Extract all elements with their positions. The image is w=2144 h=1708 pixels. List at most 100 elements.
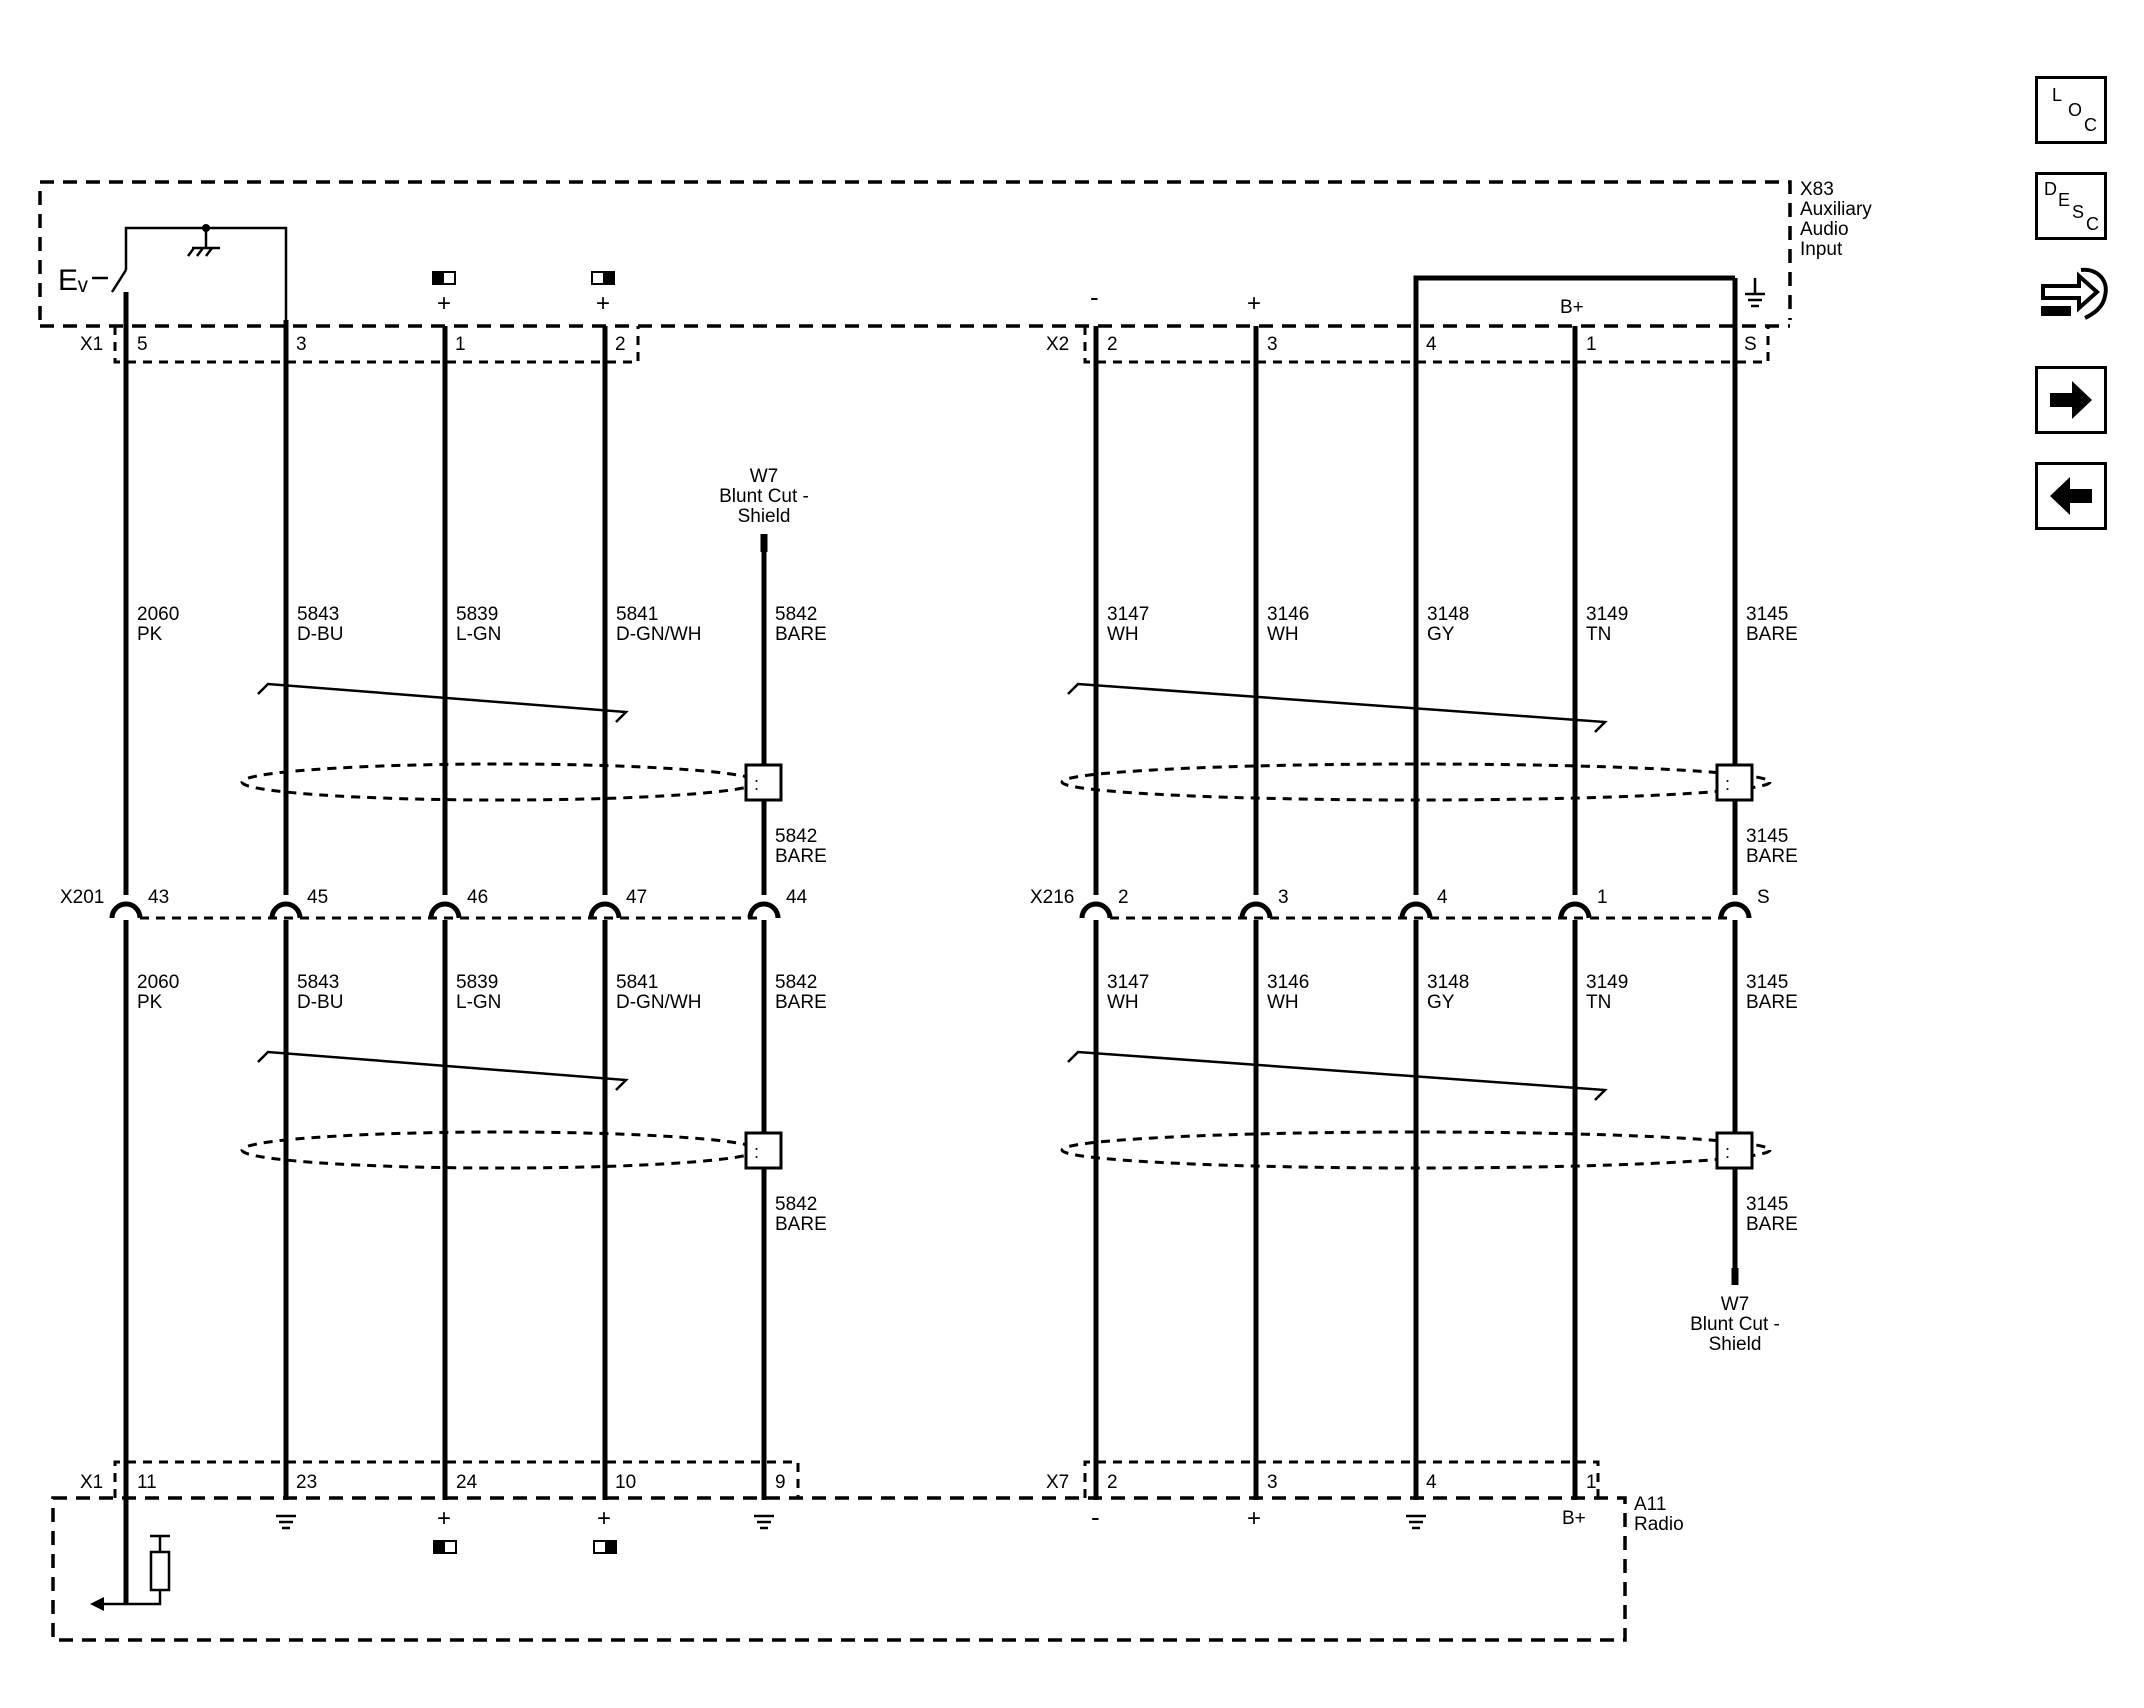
circuit-number: 5842 xyxy=(775,826,817,847)
circuit-number: 3145 xyxy=(1746,972,1788,993)
pin-label: 43 xyxy=(148,887,169,908)
twisted-pair-marker xyxy=(1067,1050,1608,1101)
chassis-ground-icon xyxy=(187,224,220,257)
pin-label: 45 xyxy=(307,887,328,908)
circuit-color: PK xyxy=(137,992,163,1013)
circuit-color: BARE xyxy=(775,624,827,645)
ev-label: Eᵥ xyxy=(58,264,88,297)
circuit-number: 3148 xyxy=(1427,972,1469,993)
pin-label: 2 xyxy=(1118,887,1129,908)
desc-glyph: E xyxy=(2058,190,2071,210)
pin-label: 2 xyxy=(1107,334,1118,355)
w7-blunt-cut-top: W7 Blunt Cut - Shield xyxy=(719,466,809,552)
circuit-number: 5843 xyxy=(297,972,339,993)
right-wire-group xyxy=(1093,326,1739,1500)
pin-label: 3 xyxy=(1267,334,1278,355)
next-page-button[interactable] xyxy=(2035,366,2107,434)
plus-sign: + xyxy=(1247,1505,1261,1532)
desc-button[interactable]: D E S C xyxy=(2035,172,2107,240)
circuit-number: 3149 xyxy=(1586,972,1628,993)
plus-sign: + xyxy=(437,290,451,317)
pin-label: 24 xyxy=(456,1472,478,1493)
loc-glyph: C xyxy=(2084,115,2097,135)
pin-label: 3 xyxy=(296,334,307,355)
battery-label: B+ xyxy=(1562,1508,1586,1529)
x83-internal: Eᵥ + + - + B+ xyxy=(58,224,1765,326)
pin-label: 2 xyxy=(615,334,626,355)
w7-line2: Shield xyxy=(738,506,791,527)
pin-label: 1 xyxy=(1597,887,1608,908)
twisted-pair-marker xyxy=(257,682,629,723)
shield-drain-ellipse xyxy=(240,1130,760,1170)
ground-icon xyxy=(1406,1514,1426,1530)
circuit-number: 5842 xyxy=(775,604,817,625)
pin-label: 3 xyxy=(1267,1472,1278,1493)
pin-label: S xyxy=(1757,887,1770,908)
shield-drain-ellipse xyxy=(1060,1130,1772,1170)
plus-sign: + xyxy=(596,290,610,317)
resistor-icon xyxy=(149,1550,171,1592)
desc-glyph: S xyxy=(2072,202,2085,222)
circuit-number: 5842 xyxy=(775,972,817,993)
circuit-color: WH xyxy=(1107,624,1139,645)
shield-drain-box xyxy=(1715,1131,1754,1170)
pin-label: 1 xyxy=(1586,1472,1597,1493)
circuit-color: BARE xyxy=(1746,846,1798,867)
pin-label: S xyxy=(1744,334,1757,355)
pin-label: 4 xyxy=(1426,1472,1437,1493)
pin-label: 46 xyxy=(467,887,488,908)
circuit-number: 2060 xyxy=(137,972,179,993)
arrow-icon xyxy=(90,1597,104,1611)
right-circuit-labels-bottom: 3147 WH 3146 WH 3148 GY 3149 TN 3145 BAR… xyxy=(1107,972,1798,1235)
shield-drain-ellipse xyxy=(240,762,760,802)
circuit-color: BARE xyxy=(775,846,827,867)
x83-x2-ref: X2 xyxy=(1046,334,1069,355)
circuit-number: 2060 xyxy=(137,604,179,625)
right-circuit-labels-top: 3147 WH 3146 WH 3148 GY 3149 TN 3145 BAR… xyxy=(1107,604,1798,867)
circuit-number: 3148 xyxy=(1427,604,1469,625)
w7-ref: W7 xyxy=(750,466,779,487)
circuit-number: 5842 xyxy=(775,1194,817,1215)
circuit-number: 5839 xyxy=(456,972,498,993)
shield-drain-box xyxy=(744,1131,783,1170)
pin-label: 4 xyxy=(1437,887,1448,908)
pin-label: 23 xyxy=(296,1472,317,1493)
ground-icon xyxy=(754,1514,774,1530)
circuit-color: D-GN/WH xyxy=(616,992,701,1013)
pin-label: 10 xyxy=(615,1472,636,1493)
plus-sign: + xyxy=(437,1505,451,1532)
x83-connector-x2: X2 2 3 4 1 S xyxy=(1046,326,1770,364)
circuit-color: D-GN/WH xyxy=(616,624,701,645)
circuit-number: 3149 xyxy=(1586,604,1628,625)
w7-line1: Blunt Cut - xyxy=(719,486,809,507)
ground-icon xyxy=(276,1514,296,1530)
x83-x1-ref: X1 xyxy=(80,334,103,355)
circuit-color: WH xyxy=(1267,992,1299,1013)
circuit-number: 5843 xyxy=(297,604,339,625)
loc-button[interactable]: L O C xyxy=(2035,76,2107,144)
circuit-color: WH xyxy=(1107,992,1139,1013)
x216-inline-connector: X216 2 3 4 1 S xyxy=(1030,887,1770,920)
ground-icon xyxy=(1745,278,1765,308)
circuit-color: BARE xyxy=(775,1214,827,1235)
a11-x1-ref: X1 xyxy=(80,1472,103,1493)
desc-glyph: C xyxy=(2086,214,2099,234)
arrow-left-icon xyxy=(2050,477,2092,515)
battery-label: B+ xyxy=(1560,297,1584,318)
pin-label: 9 xyxy=(775,1472,786,1493)
shield-drain-box xyxy=(744,763,783,802)
x216-ref: X216 xyxy=(1030,887,1074,908)
circuit-number: 3146 xyxy=(1267,604,1309,625)
circuit-color: L-GN xyxy=(456,992,501,1013)
x201-inline-connector: X201 43 45 46 47 44 xyxy=(60,887,808,920)
minus-sign: - xyxy=(1091,1502,1100,1532)
x83-connector-x1: X1 5 3 1 2 xyxy=(80,326,640,364)
previous-page-button[interactable] xyxy=(2035,462,2107,530)
pin-label: 11 xyxy=(137,1472,157,1493)
connector-swap-icon[interactable] xyxy=(2035,262,2111,332)
circuit-number: 3147 xyxy=(1107,972,1149,993)
svg-text::: : xyxy=(1725,1142,1730,1162)
circuit-number: 3145 xyxy=(1746,826,1788,847)
a11-ref: A11 xyxy=(1634,1494,1666,1515)
